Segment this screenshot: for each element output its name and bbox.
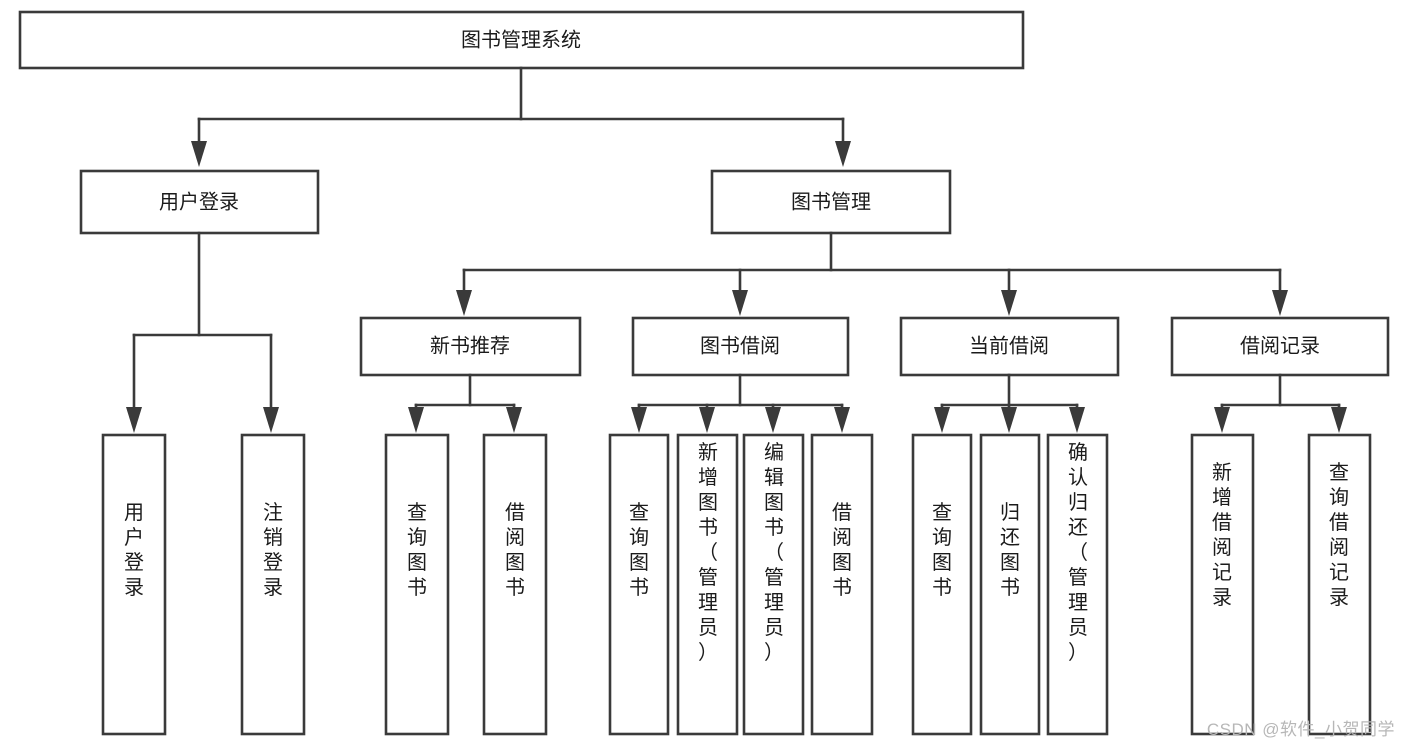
node-user-login[interactable]: 用户登录 bbox=[79, 169, 320, 235]
leaf-query-book-2-box bbox=[608, 433, 670, 736]
arrow-to-current-borrow bbox=[1001, 290, 1017, 316]
root-box bbox=[18, 10, 1025, 70]
connector-book-manage-to-level3 bbox=[456, 231, 1288, 316]
arrow-to-leaf-edit-book bbox=[765, 407, 781, 433]
node-leaf-query-record[interactable]: 查询借阅记录 bbox=[1307, 433, 1372, 736]
current-borrow-box bbox=[899, 316, 1120, 377]
node-leaf-user-login[interactable]: 用户登录 bbox=[101, 433, 167, 736]
node-leaf-add-book[interactable]: 新增图书（管理员） bbox=[676, 433, 739, 736]
arrow-to-book-manage bbox=[835, 141, 851, 167]
root-label: 图书管理系统 bbox=[461, 28, 581, 51]
leaf-query-book-1-box bbox=[384, 433, 450, 736]
arrow-to-leaf-query-record bbox=[1331, 407, 1347, 433]
node-leaf-confirm-return[interactable]: 确认归还（管理员） bbox=[1046, 433, 1109, 736]
leaf-edit-book-box bbox=[742, 433, 805, 736]
leaf-borrow-book-2-label: 借阅图书 bbox=[832, 501, 852, 599]
leaf-add-book-box bbox=[676, 433, 739, 736]
node-leaf-logout[interactable]: 注销登录 bbox=[240, 433, 306, 736]
leaf-edit-book-label: 编辑图书（管理员） bbox=[764, 441, 784, 664]
current-borrow-label: 当前借阅 bbox=[969, 334, 1049, 357]
leaf-query-book-3-label: 查询图书 bbox=[932, 501, 952, 599]
node-leaf-query-book-1[interactable]: 查询图书 bbox=[384, 433, 450, 736]
node-leaf-borrow-book-1[interactable]: 借阅图书 bbox=[482, 433, 548, 736]
arrow-to-leaf-user-login bbox=[126, 407, 142, 433]
arrow-to-leaf-add-record bbox=[1214, 407, 1230, 433]
leaf-add-book-label: 新增图书（管理员） bbox=[698, 441, 718, 664]
book-borrow-label: 图书借阅 bbox=[700, 334, 780, 357]
new-book-rec-label: 新书推荐 bbox=[430, 334, 510, 357]
node-root[interactable]: 图书管理系统 bbox=[18, 10, 1025, 70]
leaf-add-record-label: 新增借阅记录 bbox=[1212, 461, 1232, 609]
node-leaf-edit-book[interactable]: 编辑图书（管理员） bbox=[742, 433, 805, 736]
leaf-user-login-box bbox=[101, 433, 167, 736]
arrow-to-leaf-borrow-book-2 bbox=[834, 407, 850, 433]
node-leaf-query-book-2[interactable]: 查询图书 bbox=[608, 433, 670, 736]
node-new-book-rec[interactable]: 新书推荐 bbox=[359, 316, 582, 377]
leaf-query-book-3-box bbox=[911, 433, 973, 736]
connector-new-book-rec-to-leaves bbox=[408, 373, 522, 433]
leaf-confirm-return-label: 确认归还（管理员） bbox=[1068, 441, 1088, 664]
arrow-to-leaf-query-book-3 bbox=[934, 407, 950, 433]
leaf-logout-label: 注销登录 bbox=[263, 501, 283, 599]
arrow-to-borrow-record bbox=[1272, 290, 1288, 316]
arrow-to-leaf-add-book bbox=[699, 407, 715, 433]
arrow-to-leaf-query-book-1 bbox=[408, 407, 424, 433]
node-book-manage[interactable]: 图书管理 bbox=[710, 169, 952, 235]
arrow-to-book-borrow bbox=[732, 290, 748, 316]
user-login-box bbox=[79, 169, 320, 235]
leaf-query-book-1-label: 查询图书 bbox=[407, 501, 427, 599]
connector-current-borrow-to-leaves bbox=[934, 373, 1085, 433]
connector-root-to-level2 bbox=[191, 66, 851, 167]
node-leaf-return-book[interactable]: 归还图书 bbox=[979, 433, 1041, 736]
node-leaf-add-record[interactable]: 新增借阅记录 bbox=[1190, 433, 1255, 736]
leaf-confirm-return-box bbox=[1046, 433, 1109, 736]
leaf-logout-box bbox=[240, 433, 306, 736]
arrow-to-new-book-rec bbox=[456, 290, 472, 316]
arrow-to-leaf-confirm-return bbox=[1069, 407, 1085, 433]
node-book-borrow[interactable]: 图书借阅 bbox=[631, 316, 850, 377]
node-leaf-borrow-book-2[interactable]: 借阅图书 bbox=[810, 433, 874, 736]
connector-book-borrow-to-leaves bbox=[631, 373, 850, 433]
leaf-borrow-book-2-box bbox=[810, 433, 874, 736]
borrow-record-label: 借阅记录 bbox=[1240, 334, 1320, 357]
connector-user-login-to-leaves bbox=[126, 231, 279, 433]
connector-borrow-record-to-leaves bbox=[1214, 373, 1347, 433]
arrow-to-leaf-return-book bbox=[1001, 407, 1017, 433]
leaf-add-record-box bbox=[1190, 433, 1255, 736]
book-manage-label: 图书管理 bbox=[791, 190, 871, 213]
arrow-to-leaf-logout bbox=[263, 407, 279, 433]
node-leaf-query-book-3[interactable]: 查询图书 bbox=[911, 433, 973, 736]
node-borrow-record[interactable]: 借阅记录 bbox=[1170, 316, 1390, 377]
leaf-query-record-box bbox=[1307, 433, 1372, 736]
leaf-return-book-label: 归还图书 bbox=[1000, 501, 1020, 599]
node-current-borrow[interactable]: 当前借阅 bbox=[899, 316, 1120, 377]
new-book-rec-box bbox=[359, 316, 582, 377]
leaf-query-record-label: 查询借阅记录 bbox=[1329, 461, 1349, 609]
leaf-borrow-book-1-label: 借阅图书 bbox=[505, 501, 525, 599]
leaf-query-book-2-label: 查询图书 bbox=[629, 501, 649, 599]
leaf-borrow-book-1-box bbox=[482, 433, 548, 736]
user-login-label: 用户登录 bbox=[159, 190, 239, 213]
leaf-return-book-box bbox=[979, 433, 1041, 736]
arrow-to-leaf-borrow-book-1 bbox=[506, 407, 522, 433]
arrow-to-user-login bbox=[191, 141, 207, 167]
arrow-to-leaf-query-book-2 bbox=[631, 407, 647, 433]
leaf-user-login-label: 用户登录 bbox=[124, 502, 144, 599]
